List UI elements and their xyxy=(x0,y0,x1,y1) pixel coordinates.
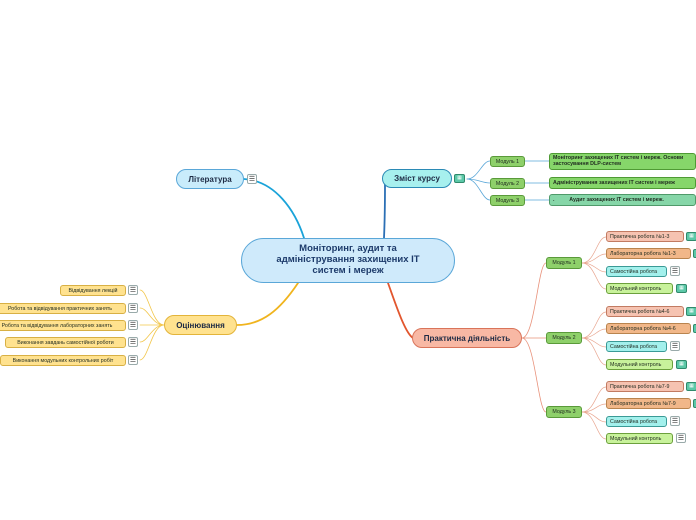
self-study-item[interactable]: Самостійна робота xyxy=(606,416,667,427)
self-study-item[interactable]: Самостійна робота xyxy=(606,266,667,277)
spreadsheet-icon[interactable]: ▦ xyxy=(686,232,696,241)
content-module[interactable]: Модуль 2 xyxy=(490,178,525,189)
branch-evaluation-label: Оцінювання xyxy=(176,320,225,330)
lab-item-label: Лабораторна робота №1-3 xyxy=(610,250,676,257)
practice-item-label: Практична робота №4-6 xyxy=(610,308,670,315)
central-topic-label: Моніторинг, аудит та адміністрування зах… xyxy=(276,243,420,276)
evaluation-item-label: Виконання модульних контрольних робіт xyxy=(12,357,114,364)
practice-module[interactable]: Модуль 3 xyxy=(546,406,582,418)
lab-item-label: Лабораторна робота №7-9 xyxy=(610,400,676,407)
practice-module[interactable]: Модуль 2 xyxy=(546,332,582,344)
spreadsheet-icon[interactable]: ▦ xyxy=(693,399,696,408)
practice-item[interactable]: Практична робота №4-6 xyxy=(606,306,684,317)
content-module[interactable]: Модуль 1 xyxy=(490,156,525,167)
self-study-item-label: Самостійна робота xyxy=(610,418,658,425)
spreadsheet-icon[interactable]: ▦ xyxy=(676,284,687,293)
self-study-item-label: Самостійна робота xyxy=(610,268,658,275)
connector-evaluation xyxy=(236,282,299,326)
spreadsheet-icon[interactable]: ▦ xyxy=(693,324,696,333)
content-topic[interactable]: Моніторинг захищених ІТ систем і мереж. … xyxy=(549,153,696,170)
lab-item-label: Лабораторна робота №4-6 xyxy=(610,325,676,332)
practice-module[interactable]: Модуль 1 xyxy=(546,257,582,269)
practice-module-label: Модуль 1 xyxy=(552,260,576,266)
practice-item[interactable]: Практична робота №7-9 xyxy=(606,381,684,392)
content-topic[interactable]: Адміністрування захищених ІТ систем і ме… xyxy=(549,177,696,189)
notes-icon[interactable]: ☰ xyxy=(670,416,680,426)
connector-content xyxy=(383,182,386,239)
evaluation-item-label: Робота та відвідування лабораторних заня… xyxy=(1,322,113,329)
spreadsheet-icon[interactable]: ▦ xyxy=(693,249,696,258)
practice-item[interactable]: Практична робота №1-3 xyxy=(606,231,684,242)
content-topic-label: Моніторинг захищених ІТ систем і мереж. … xyxy=(553,154,684,167)
spreadsheet-icon[interactable]: ▦ xyxy=(676,360,687,369)
self-study-item-label: Самостійна робота xyxy=(610,343,658,350)
evaluation-item[interactable]: Виконання модульних контрольних робіт xyxy=(0,355,126,366)
branch-practice[interactable]: Практична діяльність xyxy=(412,328,522,348)
content-topic-label: Адміністрування захищених ІТ систем і ме… xyxy=(553,180,675,186)
practice-module-label: Модуль 2 xyxy=(552,335,576,341)
notes-icon[interactable]: ☰ xyxy=(128,285,138,295)
module-control-item[interactable]: Модульний контроль xyxy=(606,283,673,294)
spreadsheet-icon[interactable]: ▦ xyxy=(686,307,696,316)
branch-course-content-label: Зміст курсу xyxy=(394,174,440,183)
self-study-item[interactable]: Самостійна робота xyxy=(606,341,667,352)
central-topic[interactable]: Моніторинг, аудит та адміністрування зах… xyxy=(241,238,455,283)
evaluation-item[interactable]: Робота та відвідування лабораторних заня… xyxy=(0,320,126,331)
evaluation-item-label: Відвідування лекцій xyxy=(68,287,118,294)
module-control-item[interactable]: Модульний контроль xyxy=(606,433,673,444)
lab-item[interactable]: Лабораторна робота №1-3 xyxy=(606,248,691,259)
module-control-item-label: Модульний контроль xyxy=(610,435,662,442)
notes-icon[interactable]: ☰ xyxy=(128,355,138,365)
evaluation-item[interactable]: Відвідування лекцій xyxy=(60,285,126,296)
content-module[interactable]: Модуль 3 xyxy=(490,195,525,206)
content-topic-label: . Аудит захищених ІТ систем і мереж. xyxy=(553,197,664,203)
practice-item-label: Практична робота №7-9 xyxy=(610,383,670,390)
content-topic[interactable]: . Аудит захищених ІТ систем і мереж. xyxy=(549,194,696,206)
connector-practice xyxy=(387,282,414,339)
practice-item-label: Практична робота №1-3 xyxy=(610,233,670,240)
evaluation-item-label: Виконання завдань самостійної роботи xyxy=(17,339,114,346)
notes-icon[interactable]: ☰ xyxy=(128,337,138,347)
lab-item[interactable]: Лабораторна робота №4-6 xyxy=(606,323,691,334)
module-control-item-label: Модульний контроль xyxy=(610,361,662,368)
notes-icon[interactable]: ☰ xyxy=(670,341,680,351)
evaluation-item[interactable]: Виконання завдань самостійної роботи xyxy=(5,337,126,348)
content-module-label: Модуль 1 xyxy=(495,158,520,165)
spreadsheet-icon[interactable]: ▦ xyxy=(454,174,465,183)
connector-literature xyxy=(243,178,305,239)
module-control-item-label: Модульний контроль xyxy=(610,285,662,292)
branch-evaluation[interactable]: Оцінювання xyxy=(164,315,237,335)
evaluation-item[interactable]: Робота та відвідування практичних занять xyxy=(0,303,126,314)
lab-item[interactable]: Лабораторна робота №7-9 xyxy=(606,398,691,409)
notes-icon[interactable]: ☰ xyxy=(128,320,138,330)
spreadsheet-icon[interactable]: ▦ xyxy=(686,382,696,391)
branch-course-content[interactable]: Зміст курсу xyxy=(382,169,452,188)
notes-icon[interactable]: ☰ xyxy=(676,433,686,443)
evaluation-item-label: Робота та відвідування практичних занять xyxy=(7,305,113,312)
notes-icon[interactable]: ☰ xyxy=(670,266,680,276)
notes-icon[interactable]: ☰ xyxy=(247,174,257,184)
module-control-item[interactable]: Модульний контроль xyxy=(606,359,673,370)
notes-icon[interactable]: ☰ xyxy=(128,303,138,313)
branch-literature-label: Література xyxy=(188,174,232,184)
content-module-label: Модуль 3 xyxy=(495,197,520,204)
branch-practice-label: Практична діяльність xyxy=(423,333,511,343)
practice-module-label: Модуль 3 xyxy=(552,409,576,415)
branch-literature[interactable]: Література xyxy=(176,169,244,189)
content-module-label: Модуль 2 xyxy=(495,180,520,187)
